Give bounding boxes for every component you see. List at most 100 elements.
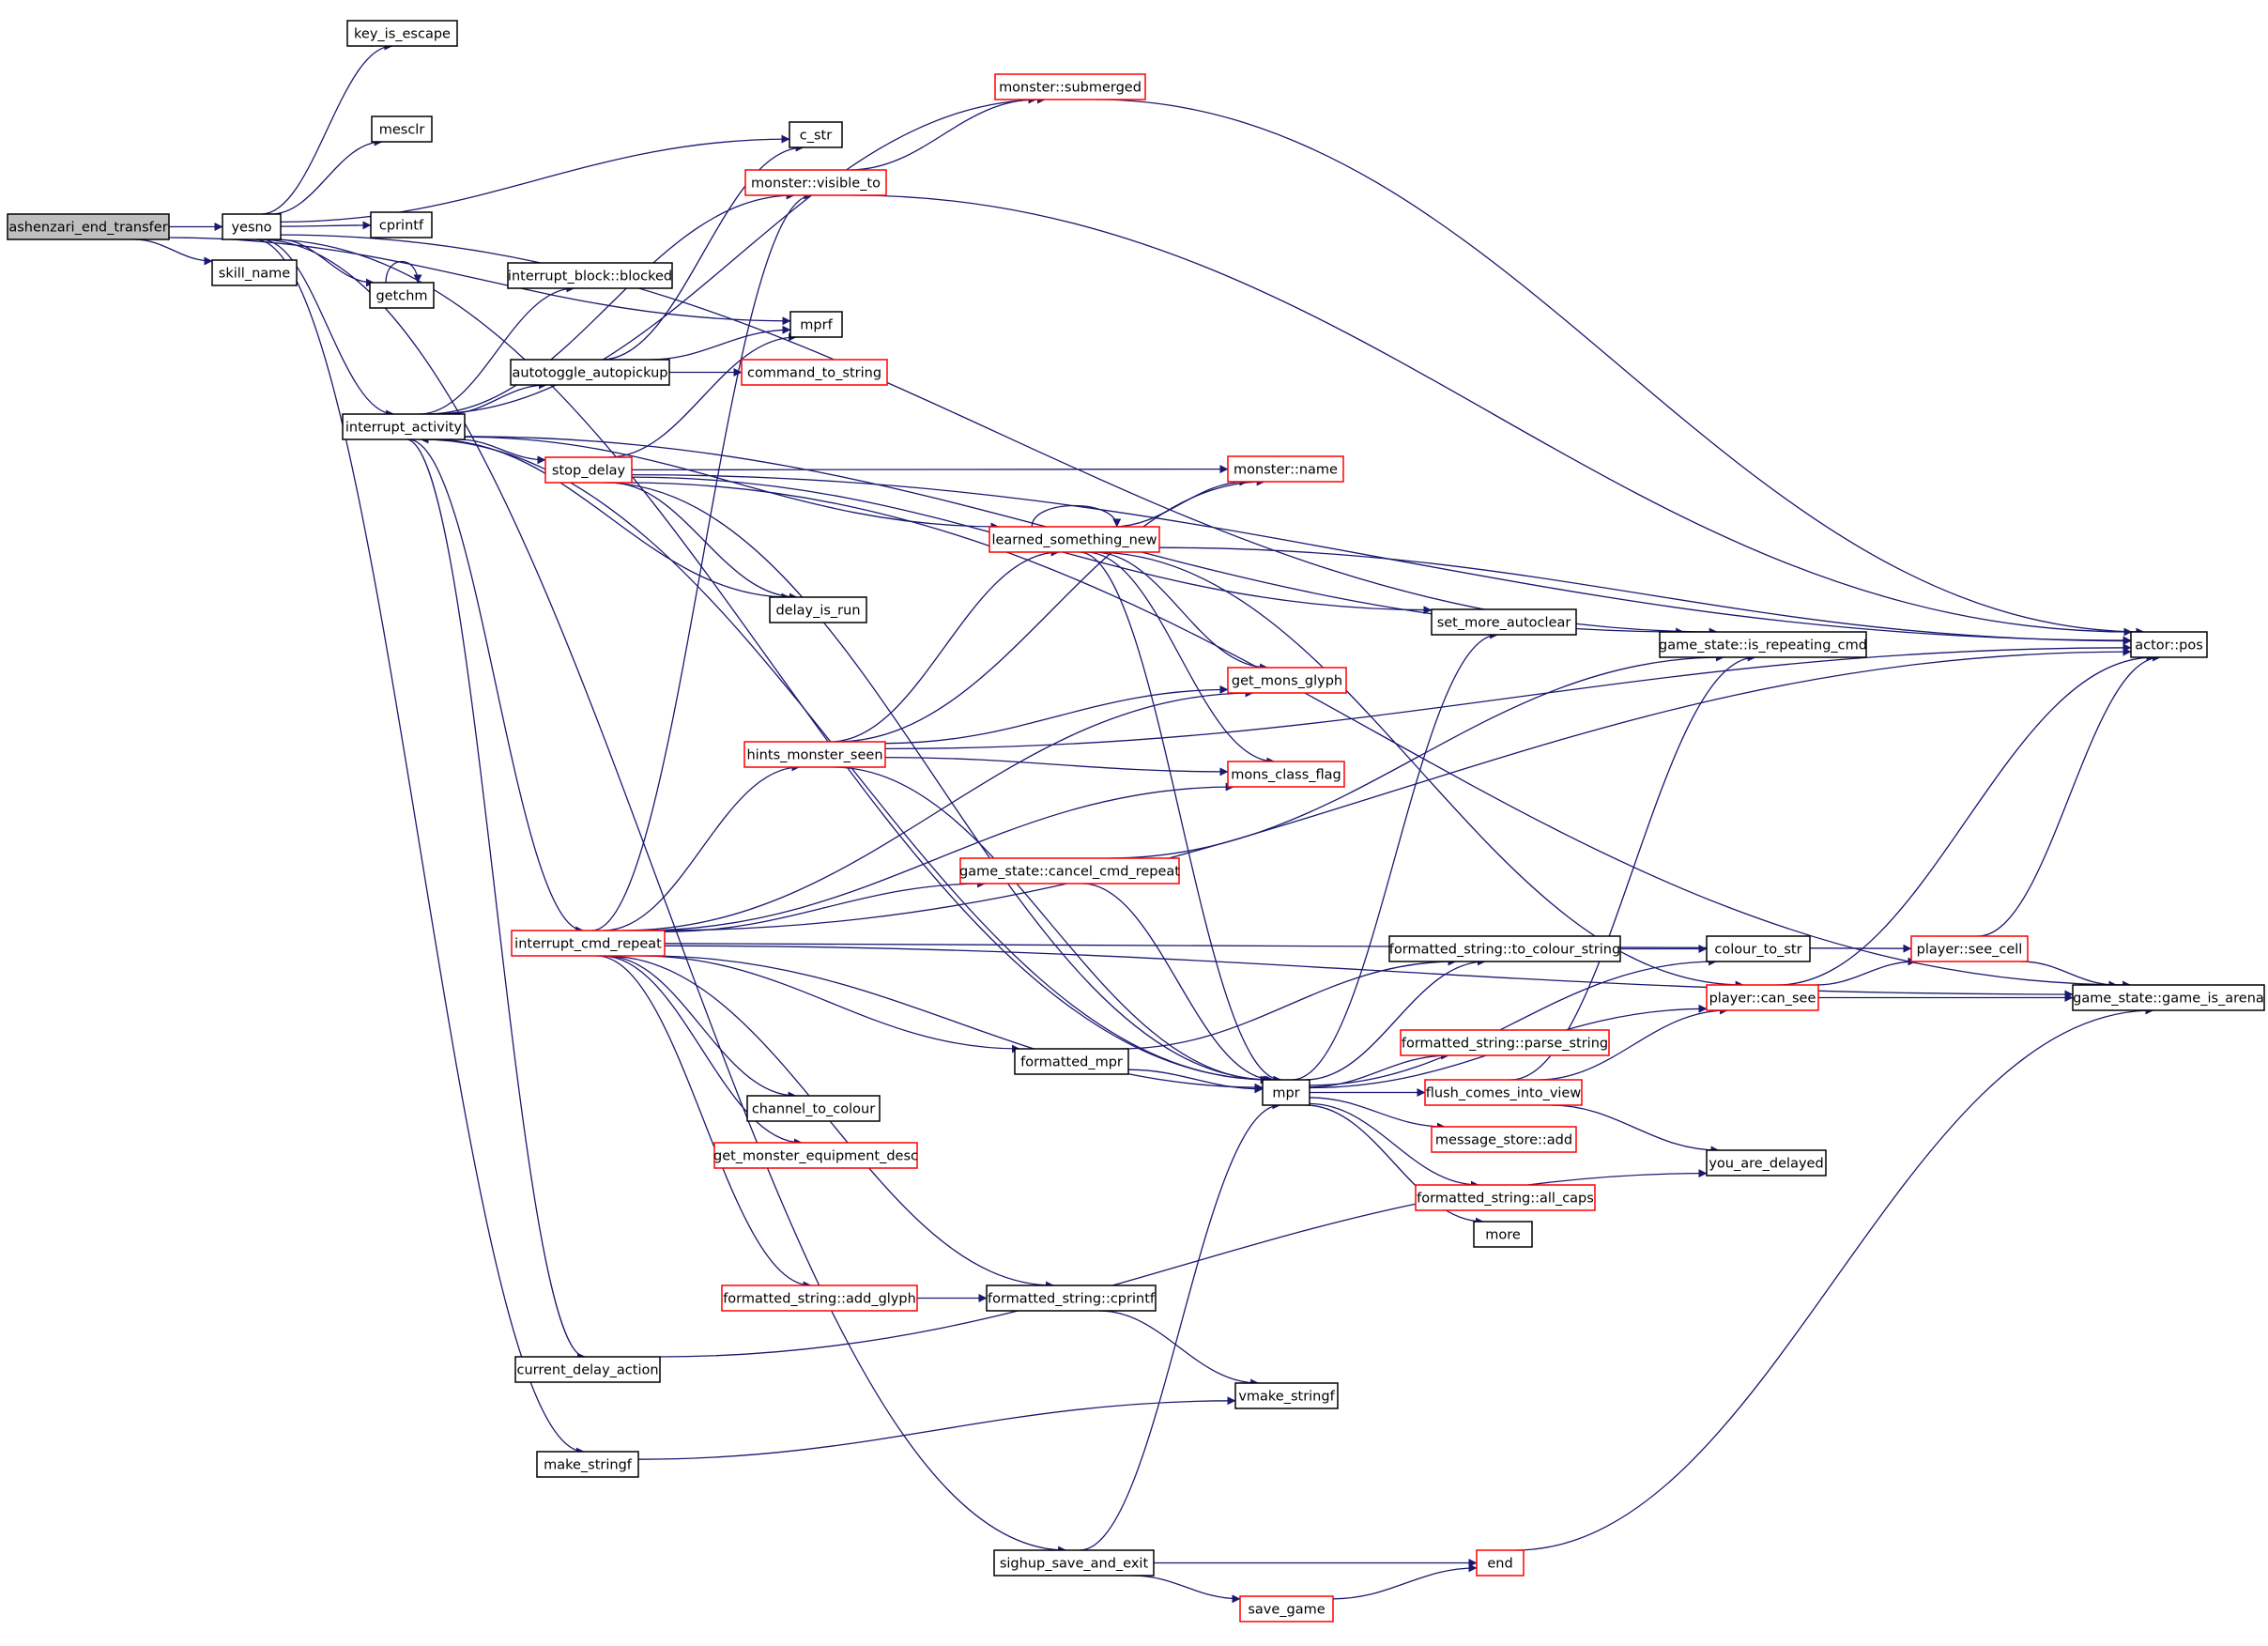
edge-game-state-cancel-cmd-repeat-to-game-state-is-repeating-cmd — [1108, 653, 1725, 859]
node-you-are-delayed[interactable]: you_are_delayed — [1706, 1149, 1827, 1177]
node-label: current_delay_action — [516, 1363, 658, 1378]
node-label: make_stringf — [544, 1458, 633, 1473]
node-box — [1431, 608, 1577, 636]
node-label: channel_to_colour — [752, 1102, 875, 1117]
node-box — [370, 211, 433, 238]
node-formatted-string-to-colour-string[interactable]: formatted_string::to_colour_string — [1388, 935, 1621, 962]
node-c-str[interactable]: c_str — [789, 121, 843, 148]
node-interrupt-activity[interactable]: interrupt_activity — [342, 413, 466, 440]
edge-mpr-to-formatted-string-all-caps — [1309, 1102, 1479, 1190]
node-save-game[interactable]: save_game — [1239, 1595, 1334, 1623]
node-label: game_state::cancel_cmd_repeat — [959, 865, 1180, 880]
node-box — [1659, 631, 1867, 658]
node-interrupt-cmd-repeat[interactable]: interrupt_cmd_repeat — [511, 930, 666, 957]
edge-learned-something-new-to-actor-pos — [1158, 546, 2132, 646]
node-get-mons-glyph[interactable]: get_mons_glyph — [1227, 667, 1347, 694]
node-label: actor::pos — [2135, 638, 2203, 654]
edge-interrupt-cmd-repeat-to-get-mons-glyph — [621, 688, 1254, 931]
node-colour-to-str[interactable]: colour_to_str — [1706, 935, 1811, 962]
node-monster-submerged[interactable]: monster::submerged — [994, 73, 1146, 100]
node-key-is-escape[interactable]: key_is_escape — [346, 20, 458, 47]
edge-monster-visible-to-to-monster-submerged — [849, 95, 1037, 171]
node-stop-delay[interactable]: stop_delay — [544, 456, 633, 484]
node-mprf[interactable]: mprf — [789, 311, 843, 338]
node-mesclr[interactable]: mesclr — [371, 115, 433, 143]
node-interrupt-block-blocked[interactable]: interrupt_block::blocked — [507, 262, 673, 289]
node-cprintf[interactable]: cprintf — [370, 211, 433, 238]
node-label: command_to_string — [747, 366, 881, 381]
node-game-state-game-is-arena[interactable]: game_state::game_is_arena — [2072, 984, 2265, 1011]
node-box — [346, 20, 458, 47]
edges-layer — [133, 41, 2162, 1604]
node-formatted-string-parse-string[interactable]: formatted_string::parse_string — [1400, 1029, 1610, 1056]
node-box — [1234, 1382, 1339, 1409]
edge-sighup-save-and-exit-to-save-game — [1132, 1575, 1241, 1604]
node-formatted-string-add-glyph[interactable]: formatted_string::add_glyph — [721, 1284, 918, 1312]
node-command-to-string[interactable]: command_to_string — [741, 359, 888, 386]
node-box — [1431, 1126, 1577, 1153]
node-message-store-add[interactable]: message_store::add — [1431, 1126, 1577, 1153]
edge-hints-monster-seen-to-monster-name — [835, 477, 1265, 743]
node-ashenzari-end-transfer[interactable]: ashenzari_end_transfer — [7, 213, 170, 240]
node-formatted-mpr[interactable]: formatted_mpr — [1014, 1048, 1129, 1075]
node-box — [769, 596, 867, 623]
node-yesno[interactable]: yesno — [222, 213, 282, 240]
edge-autotoggle-autopickup-to-c-str — [602, 143, 805, 361]
edge-autotoggle-autopickup-to-mprf — [650, 325, 791, 361]
node-mons-class-flag[interactable]: mons_class_flag — [1227, 761, 1345, 788]
edge-yesno-to-c-str — [280, 134, 790, 223]
node-skill-name[interactable]: skill_name — [211, 259, 298, 286]
node-end[interactable]: end — [1476, 1549, 1525, 1577]
node-box — [536, 1451, 639, 1478]
node-label: cprintf — [379, 219, 424, 234]
node-box — [1473, 1221, 1533, 1248]
node-make-stringf[interactable]: make_stringf — [536, 1451, 639, 1478]
node-formatted-string-all-caps[interactable]: formatted_string::all_caps — [1415, 1184, 1596, 1211]
node-vmake-stringf[interactable]: vmake_stringf — [1234, 1382, 1339, 1409]
node-get-monster-equipment-desc[interactable]: get_monster_equipment_desc — [713, 1142, 918, 1169]
node-learned-something-new[interactable]: learned_something_new — [988, 526, 1160, 553]
node-box — [369, 282, 435, 309]
node-box — [744, 169, 887, 196]
node-box — [1227, 761, 1345, 788]
node-formatted-string-cprintf[interactable]: formatted_string::cprintf — [986, 1284, 1157, 1312]
node-delay-is-run[interactable]: delay_is_run — [769, 596, 867, 623]
node-set-more-autoclear[interactable]: set_more_autoclear — [1431, 608, 1577, 636]
node-monster-name[interactable]: monster::name — [1227, 455, 1344, 483]
node-box — [721, 1284, 918, 1312]
node-channel-to-colour[interactable]: channel_to_colour — [746, 1095, 881, 1122]
edge-learned-something-new-to-learned-something-new — [1031, 504, 1122, 528]
node-game-state-is-repeating-cmd[interactable]: game_state::is_repeating_cmd — [1659, 631, 1867, 658]
node-current-delay-action[interactable]: current_delay_action — [514, 1356, 661, 1383]
node-actor-pos[interactable]: actor::pos — [2130, 631, 2208, 658]
edge-stop-delay-to-delay-is-run — [609, 482, 798, 602]
node-box — [1706, 1149, 1827, 1177]
node-flush-comes-into-view[interactable]: flush_comes_into_view — [1424, 1079, 1583, 1106]
edge-end-to-game-state-game-is-arena — [1514, 1006, 2154, 1551]
node-hints-monster-seen[interactable]: hints_monster_seen — [743, 741, 886, 768]
node-game-state-cancel-cmd-repeat[interactable]: game_state::cancel_cmd_repeat — [959, 857, 1180, 885]
edge-formatted-mpr-to-mpr — [1127, 1069, 1264, 1094]
node-sighup-save-and-exit[interactable]: sighup_save_and_exit — [993, 1549, 1155, 1577]
node-box — [507, 262, 673, 289]
node-player-can-see[interactable]: player::can_see — [1706, 984, 1819, 1011]
edge-mpr-to-colour-to-str — [1309, 957, 1718, 1086]
node-label: player::can_see — [1709, 992, 1816, 1007]
node-label: formatted_string::all_caps — [1417, 1192, 1594, 1207]
node-box — [1227, 455, 1344, 483]
node-more[interactable]: more — [1473, 1221, 1533, 1248]
node-player-see-cell[interactable]: player::see_cell — [1910, 935, 2029, 962]
node-box — [514, 1356, 661, 1383]
node-label: formatted_string::parse_string — [1402, 1037, 1608, 1052]
node-monster-visible-to[interactable]: monster::visible_to — [744, 169, 887, 196]
edge-flush-comes-into-view-to-player-can-see — [1538, 1006, 1729, 1081]
node-box — [789, 121, 843, 148]
edge-learned-something-new-to-player-can-see — [1093, 551, 1744, 990]
edge-interrupt-cmd-repeat-to-monster-visible-to — [591, 191, 813, 931]
edge-mpr-to-set-more-autoclear — [1292, 630, 1499, 1081]
node-autotoggle-autopickup[interactable]: autotoggle_autopickup — [510, 359, 670, 386]
node-label: game_state::game_is_arena — [2073, 992, 2264, 1007]
edge-interrupt-cmd-repeat-to-game-state-game-is-arena — [664, 945, 2074, 999]
node-getchm[interactable]: getchm — [369, 282, 435, 309]
node-mpr[interactable]: mpr — [1262, 1079, 1310, 1106]
